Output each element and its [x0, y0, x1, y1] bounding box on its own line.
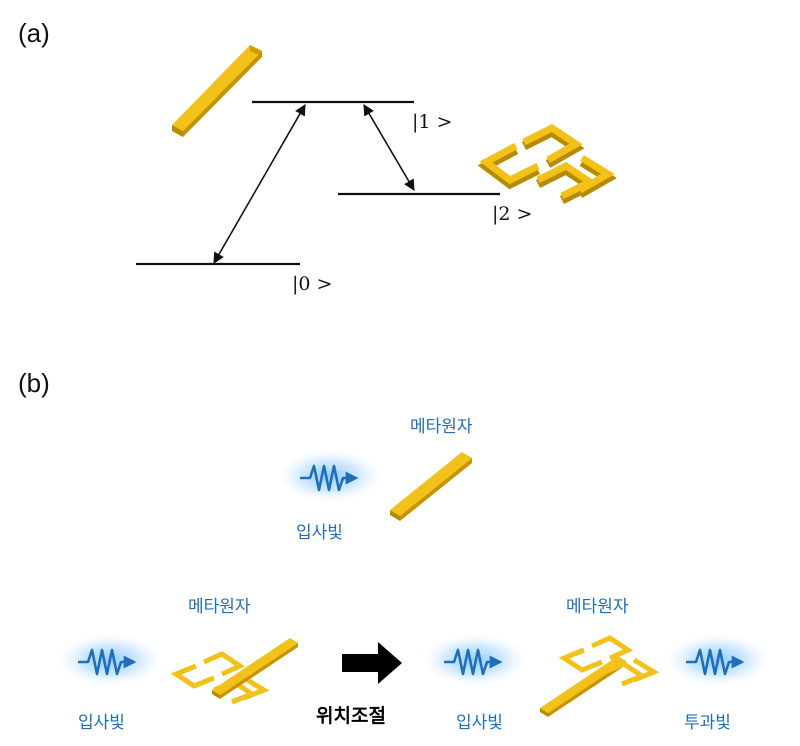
position-adjust-label: 위치조절: [316, 705, 386, 727]
wave-arrow-icon: [300, 464, 359, 492]
split-ring-pair-atom-a: [477, 123, 617, 205]
panel-b-label: (b): [18, 368, 50, 398]
meta-atom-label-right: 메타원자: [566, 597, 629, 617]
incident-light-glow-top: [278, 450, 382, 502]
incident-light-label-top: 입사빛: [296, 523, 343, 543]
state-label-1: |1 >: [412, 111, 452, 133]
right-arrow-icon: [342, 642, 402, 684]
coupled-meta-atom-right: [540, 635, 660, 717]
panel-a-label: (a): [18, 18, 50, 48]
transition-arrow-1-2: [363, 104, 415, 191]
wave-arrow-icon: [686, 648, 745, 676]
transmitted-light-label: 투과빛: [684, 713, 731, 733]
state-label-2: |2 >: [492, 203, 532, 225]
wave-arrow-icon: [78, 648, 137, 676]
transition-arrow-0-1: [213, 104, 306, 264]
meta-atom-label-left: 메타원자: [188, 597, 251, 617]
state-label-0: |0 >: [292, 273, 332, 295]
meta-atom-label-top: 메타원자: [410, 417, 473, 437]
incident-light-label-left: 입사빛: [78, 713, 125, 733]
incident-light-label-right: 입사빛: [456, 713, 503, 733]
gold-bar-atom-a: [172, 45, 262, 137]
wave-arrow-icon: [444, 648, 503, 676]
gold-bar-atom-b-top: [390, 452, 472, 521]
coupled-meta-atom-left: [170, 638, 298, 705]
